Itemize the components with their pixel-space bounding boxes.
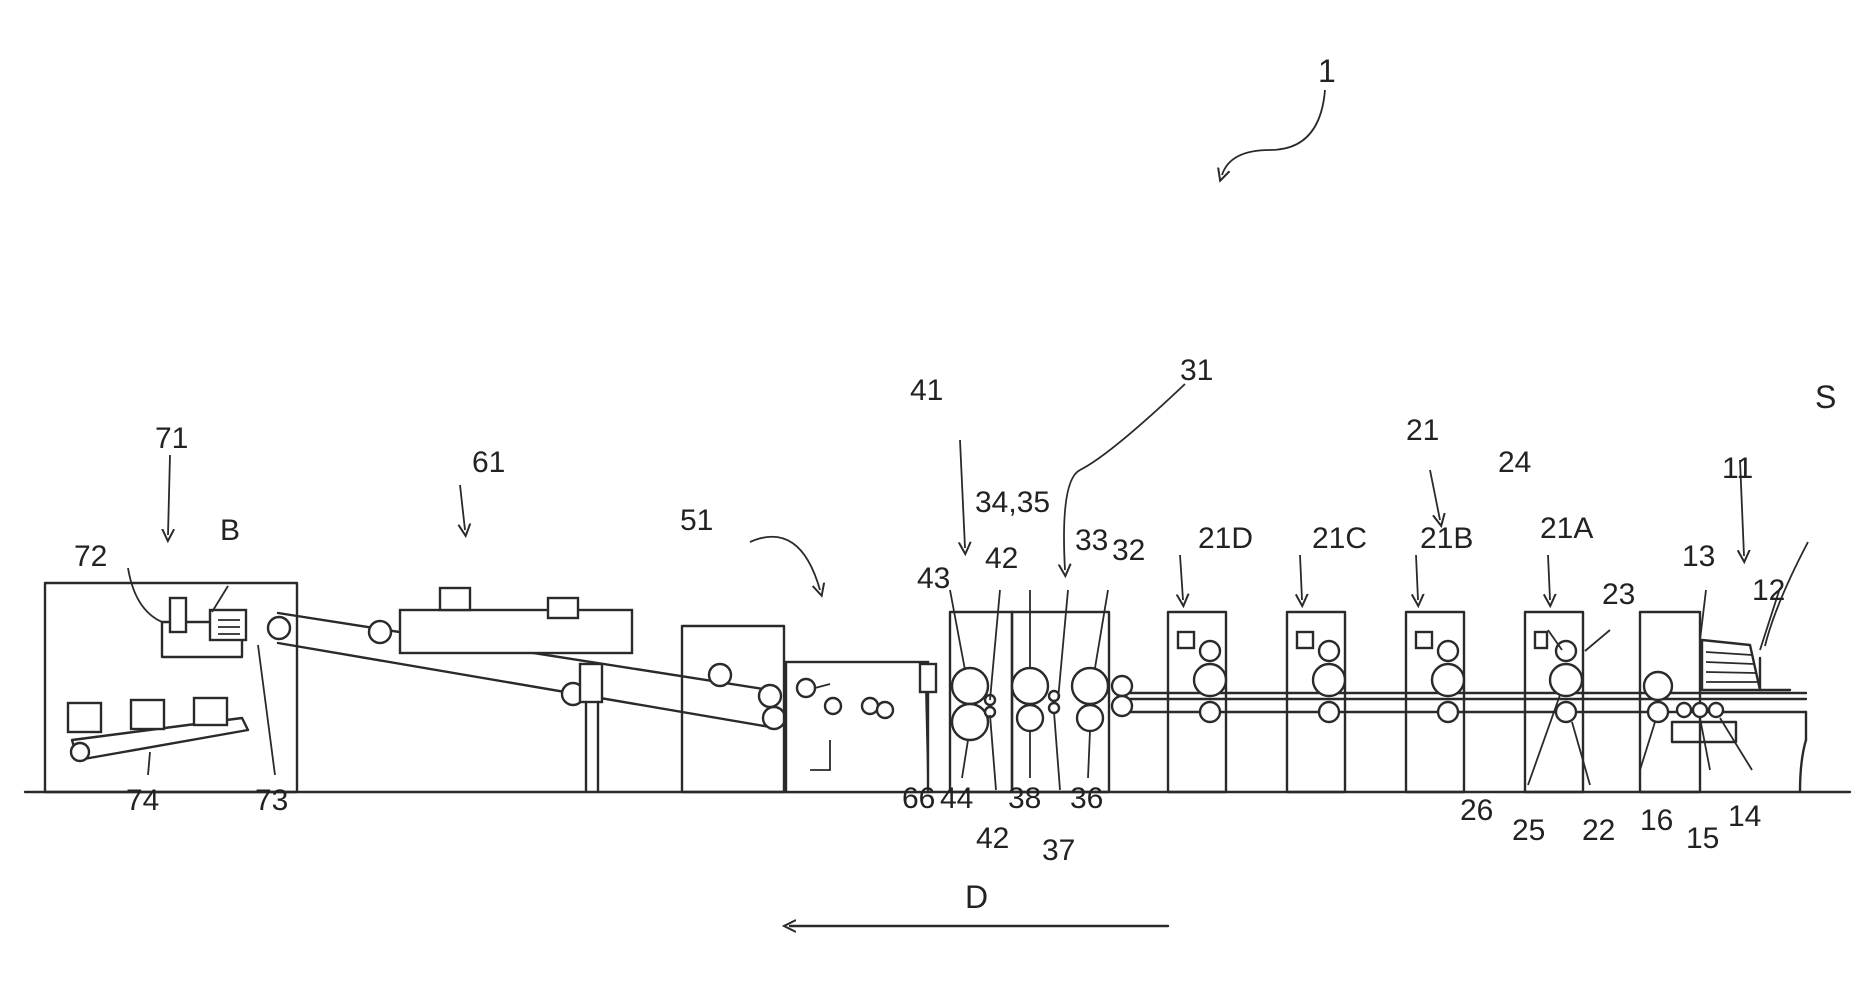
label-51: 51 <box>680 504 713 537</box>
unit-21C <box>1287 612 1345 792</box>
label-31: 31 <box>1180 354 1213 387</box>
label-21B: 21B <box>1420 522 1473 555</box>
label-71: 71 <box>155 422 188 455</box>
label-13: 13 <box>1682 540 1715 573</box>
label-B: B <box>220 514 240 547</box>
label-37: 37 <box>1042 834 1075 867</box>
label-44: 44 <box>940 782 973 815</box>
label-15: 15 <box>1686 822 1719 855</box>
label-36: 36 <box>1070 782 1103 815</box>
label-42a: 42 <box>985 542 1018 575</box>
label-38: 38 <box>1008 782 1041 815</box>
label-21D: 21D <box>1198 522 1253 555</box>
label-11: 11 <box>1722 452 1753 485</box>
label-12: 12 <box>1752 574 1785 607</box>
label-26: 26 <box>1460 794 1493 827</box>
unit-21B <box>1406 612 1464 792</box>
label-21: 21 <box>1406 414 1439 447</box>
label-41: 41 <box>910 374 943 407</box>
reference-labels: 1 S 31 41 21 11 71 61 51 24 34,35 21A 21… <box>74 53 1836 915</box>
label-32: 32 <box>1112 534 1145 567</box>
label-21A: 21A <box>1540 512 1593 545</box>
label-23: 23 <box>1602 578 1635 611</box>
unit-71-stacker <box>45 583 297 792</box>
unit-61-conveyor <box>268 588 785 792</box>
label-24: 24 <box>1498 446 1531 479</box>
label-33: 33 <box>1075 524 1108 557</box>
label-14: 14 <box>1728 800 1761 833</box>
label-61: 61 <box>472 446 505 479</box>
label-D: D <box>965 879 988 915</box>
label-74: 74 <box>126 784 159 817</box>
label-16: 16 <box>1640 804 1673 837</box>
label-1: 1 <box>1318 53 1336 89</box>
label-66: 66 <box>902 782 935 815</box>
label-43: 43 <box>917 562 950 595</box>
label-S: S <box>1815 379 1836 415</box>
label-72: 72 <box>74 540 107 573</box>
label-42b: 42 <box>976 822 1009 855</box>
label-73: 73 <box>255 784 288 817</box>
label-22: 22 <box>1582 814 1615 847</box>
unit-21D <box>1168 612 1226 792</box>
label-3435: 34,35 <box>975 486 1050 519</box>
unit-51 <box>786 662 928 792</box>
label-21C: 21C <box>1312 522 1367 555</box>
label-25: 25 <box>1512 814 1545 847</box>
